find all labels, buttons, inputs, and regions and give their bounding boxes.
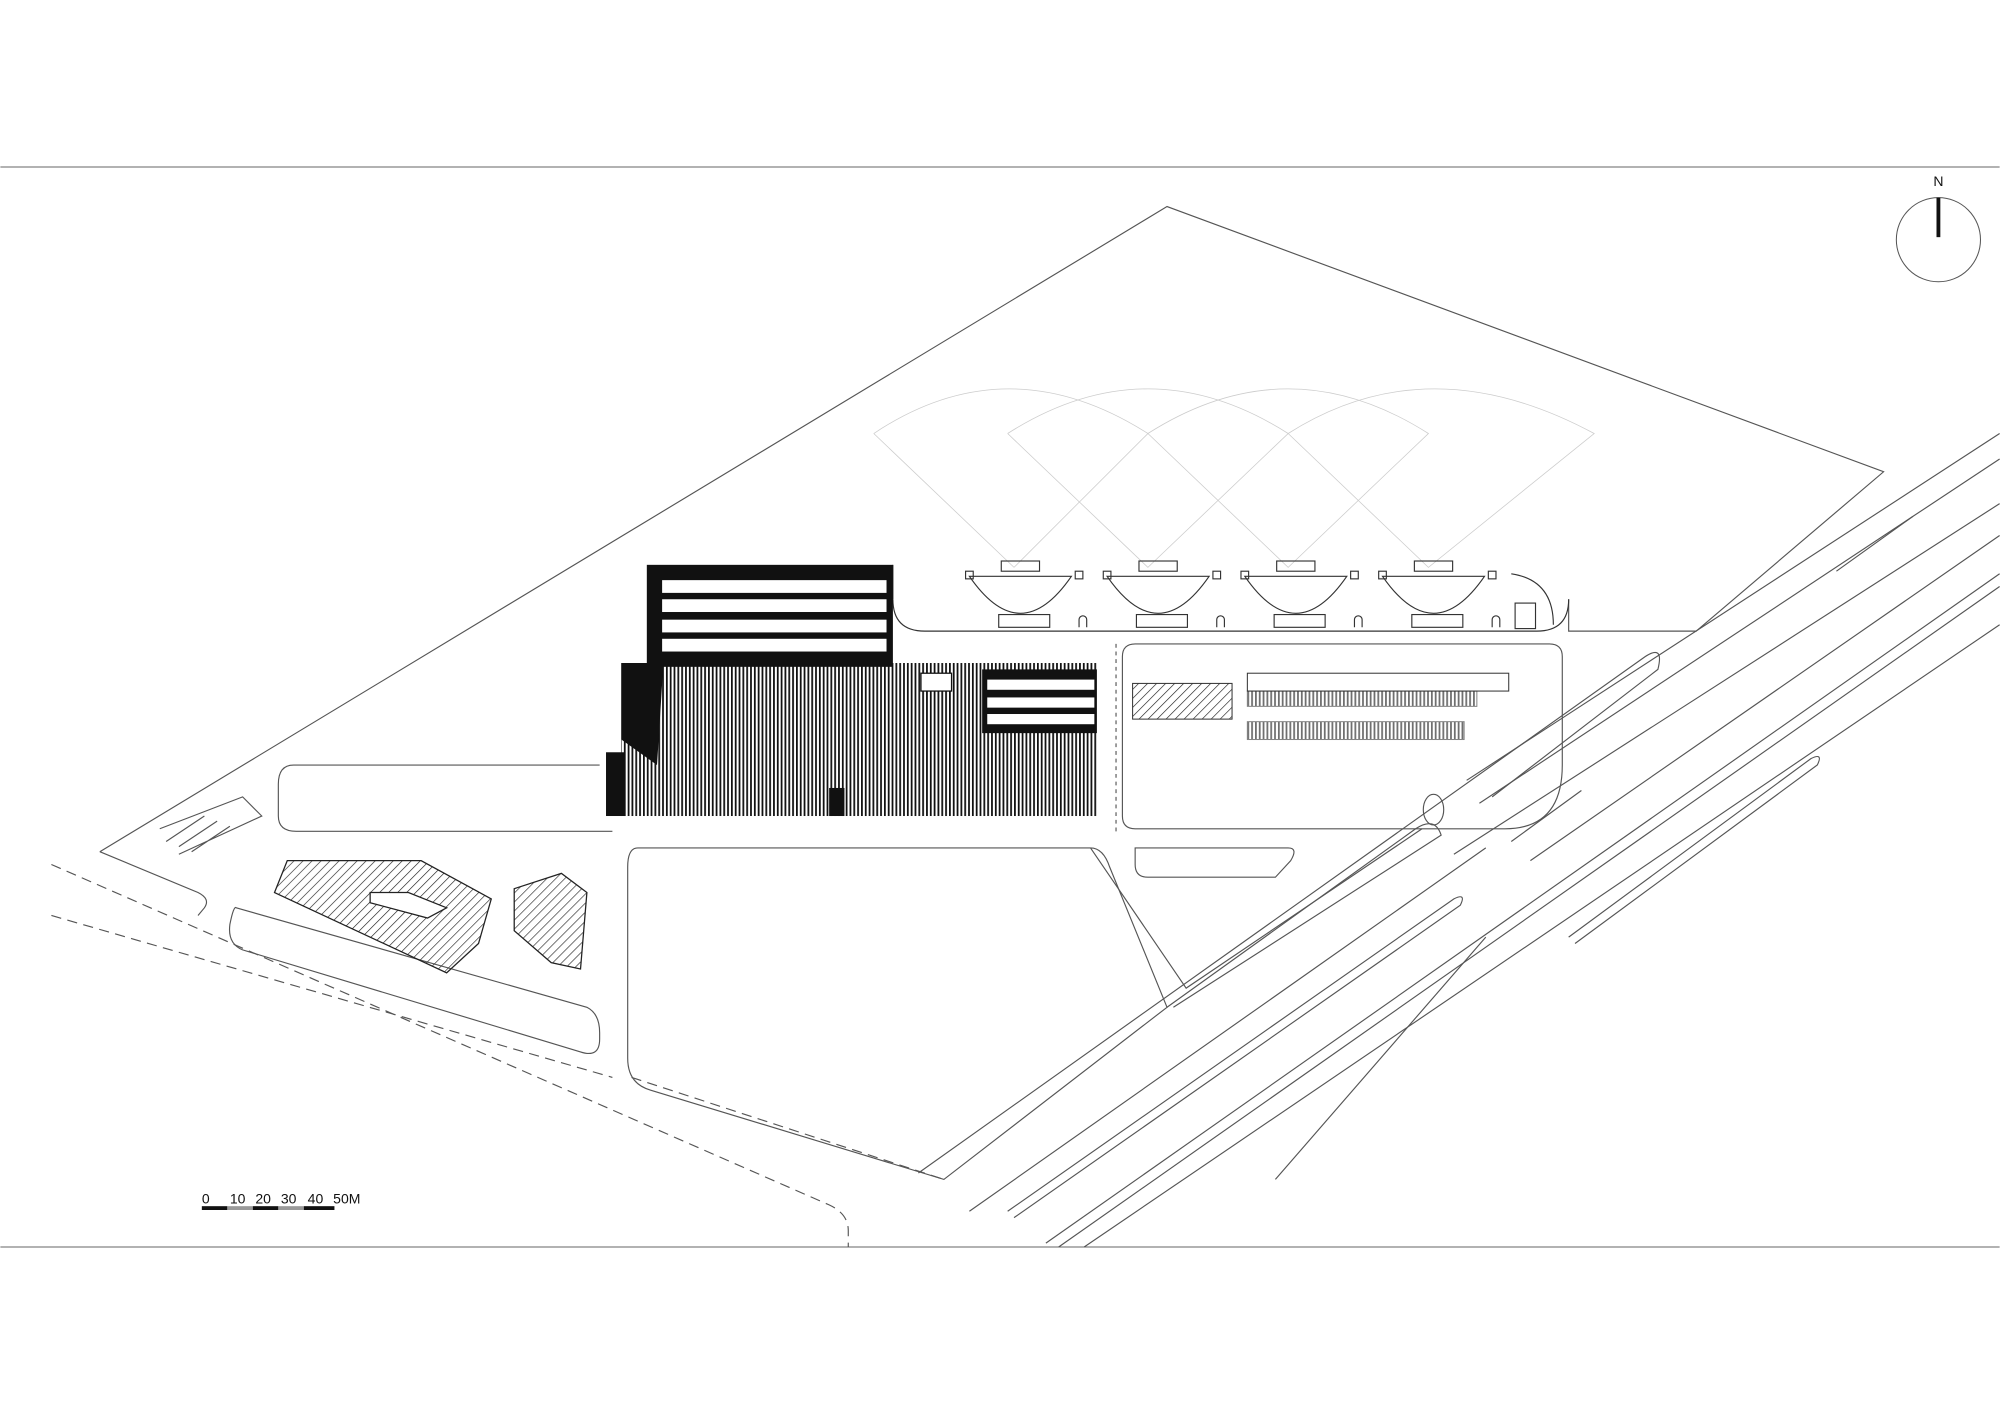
drawing-frame	[0, 166, 2000, 1248]
scale-label-20: 20	[255, 1191, 271, 1207]
parking-area	[1132, 672, 1510, 741]
scale-bar: 0 10 20 30 40 50M	[201, 1191, 360, 1210]
scale-label-40: 40	[308, 1191, 324, 1207]
scale-label-10: 10	[230, 1191, 246, 1207]
scale-label-30: 30	[281, 1191, 297, 1207]
field-arcs	[873, 388, 1595, 568]
road-network	[51, 433, 2000, 1248]
main-building	[606, 564, 1097, 817]
north-label: N	[1933, 173, 1943, 189]
terminal-pods	[892, 560, 1570, 632]
north-arrow: N	[1895, 173, 1982, 283]
hatched-buildings	[273, 860, 588, 974]
scale-label-50m: 50M	[333, 1191, 360, 1207]
scale-label-0: 0	[202, 1191, 210, 1207]
site-boundary	[99, 205, 1885, 853]
